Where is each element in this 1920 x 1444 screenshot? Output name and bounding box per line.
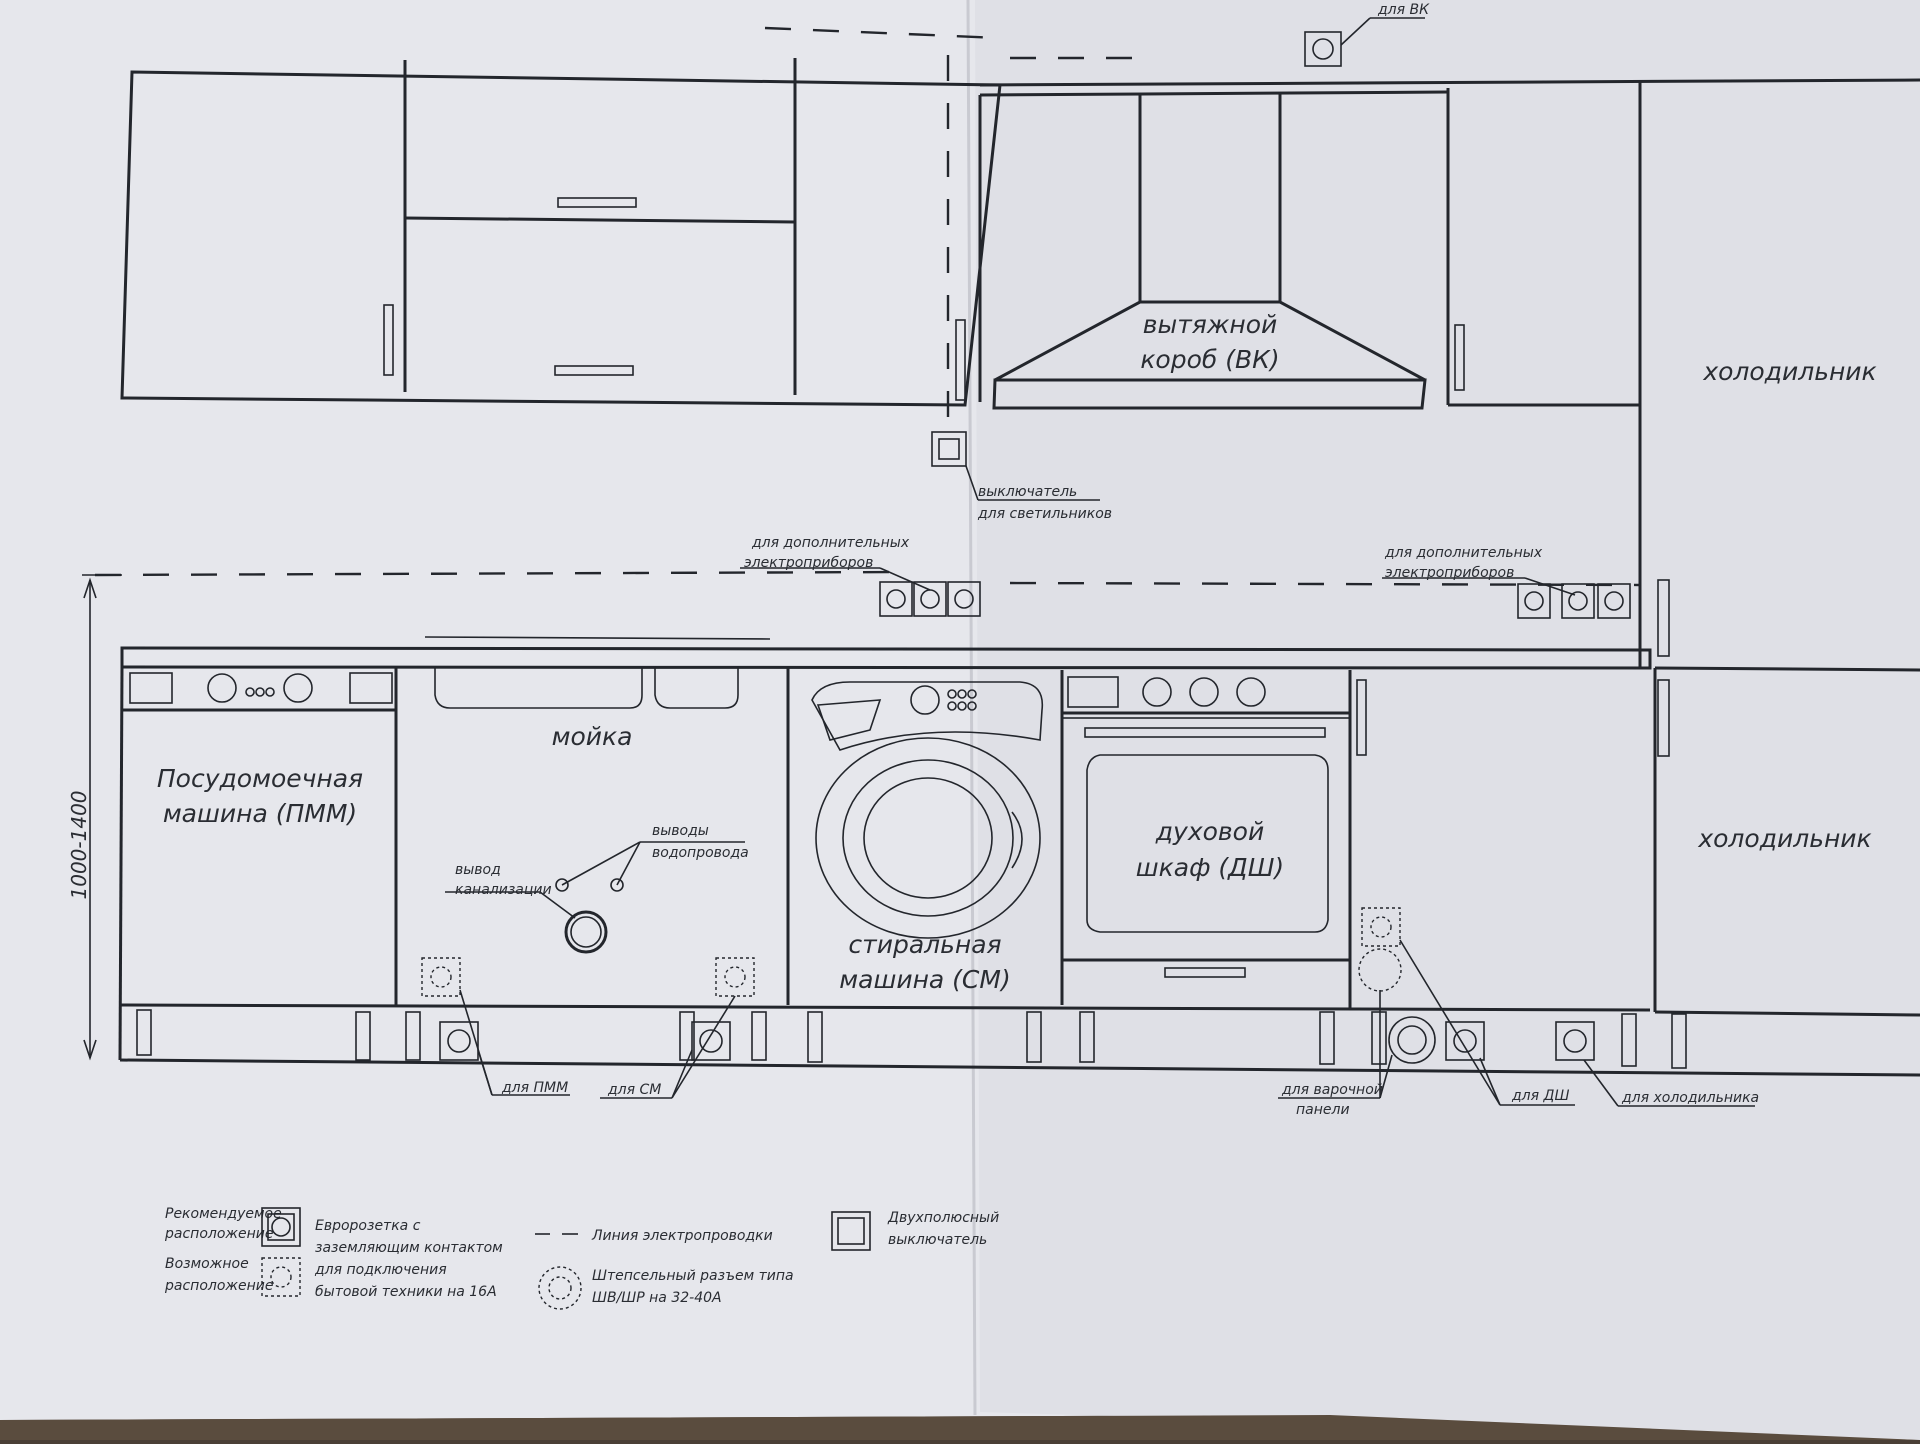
sockets-extra-right: для дополнительных электроприборов (1382, 545, 1631, 619)
light-switch-label-2: для светильников (977, 506, 1112, 522)
fridge-label-bottom: холодильник (1697, 824, 1871, 853)
height-dimension-label: 1000-1400 (67, 790, 91, 899)
legend-double-switch-2: выключатель (888, 1232, 987, 1248)
socket-fridge: для холодильника (1555, 1021, 1759, 1107)
legend-recommended-2: расположение (164, 1226, 274, 1242)
legend-plug-1: Штепсельный разъем типа (592, 1268, 794, 1284)
sink-label: мойка (552, 722, 633, 751)
washing-machine: стиральная машина (СМ) (811, 670, 1064, 1005)
carpet-background (0, 1415, 1920, 1440)
dishwasher-label-2: машина (ПММ) (163, 799, 357, 828)
base-cabinet-right (1356, 679, 1367, 756)
sockets-extra-left: для дополнительных электроприборов (740, 535, 981, 617)
legend: Рекомендуемое расположение Возможное рас… (164, 1206, 999, 1310)
legend-wiring-line: Линия электропроводки (591, 1228, 773, 1244)
paper-right-half (975, 0, 1920, 1440)
paper-fold (966, 0, 977, 1416)
socket-washer: для СМ (600, 957, 755, 1099)
legend-euro-socket-2: заземляющим контактом (315, 1240, 503, 1256)
legend-euro-socket-4: бытовой техники на 16А (315, 1284, 497, 1300)
height-dimension: 1000-1400 (67, 574, 122, 1061)
countertop (118, 636, 1920, 1077)
water-outlet-label-1: выводы (652, 823, 709, 839)
oven-label-1: духовой (1155, 817, 1264, 846)
sewer-outlet-label-1: вывод (455, 862, 501, 878)
legend-plug-2: ШВ/ШР на 32-40А (592, 1290, 722, 1306)
legend-double-switch-1: Двухполюсный (887, 1210, 999, 1226)
socket-hood: для ВК (1304, 2, 1430, 67)
sockets-extra-right-label-2: электроприборов (1385, 565, 1514, 581)
socket-dishwasher-label: для ПММ (501, 1080, 568, 1096)
sockets-extra-left-label-1: для дополнительных (751, 535, 910, 551)
legend-possible-1: Возможное (165, 1256, 249, 1272)
light-switch: выключатель для светильников (931, 431, 1112, 522)
water-outlet-label-2: водопровода (652, 845, 749, 861)
sink-cabinet: мойка выводы водопровода вывод канализац… (434, 667, 790, 1005)
dishwasher-label-1: Посудомоечная (157, 764, 363, 793)
legend-euro-socket-3: для подключения (314, 1262, 447, 1278)
fridge-label-top: холодильник (1702, 357, 1876, 386)
socket-hob-label-2: панели (1296, 1102, 1350, 1118)
cabinet-legs (136, 1009, 1687, 1069)
legend-recommended-1: Рекомендуемое (165, 1206, 282, 1222)
socket-hood-label: для ВК (1377, 2, 1430, 18)
hood-label-2: короб (ВК) (1140, 345, 1279, 374)
oven-label-2: шкаф (ДШ) (1136, 853, 1284, 882)
socket-oven-label: для ДШ (1511, 1088, 1569, 1104)
sewer-outlet-label-2: канализации (455, 882, 552, 898)
socket-hob-label-1: для варочной (1281, 1082, 1383, 1098)
legend-euro-socket-1: Евророзетка с (315, 1218, 421, 1234)
fridge: холодильник холодильник (1653, 357, 1920, 1017)
wiring-lines (94, 26, 1641, 587)
washer-label-2: машина (СМ) (839, 965, 1010, 994)
socket-fridge-label: для холодильника (1621, 1090, 1759, 1106)
light-switch-label-1: выключатель (978, 484, 1077, 500)
socket-dishwasher: для ПММ (421, 957, 570, 1096)
socket-oven: для ДШ (1399, 939, 1575, 1106)
upper-cabinets-left (120, 58, 1002, 407)
range-hood: вытяжной короб (ВК) (992, 300, 1427, 410)
upper-cabinets-right (978, 78, 1920, 668)
oven: духовой шкаф (ДШ) (1061, 670, 1352, 1008)
hood-label-1: вытяжной (1143, 310, 1278, 339)
legend-possible-2: расположение (164, 1278, 274, 1294)
sockets-extra-left-label-2: электроприборов (744, 555, 873, 571)
socket-washer-label: для СМ (607, 1082, 661, 1098)
washer-label-1: стиральная (848, 930, 1001, 959)
socket-hob: для варочной панели (1278, 907, 1436, 1118)
sockets-extra-right-label-1: для дополнительных (1384, 545, 1543, 561)
dishwasher: Посудомоечная машина (ПММ) (122, 667, 398, 1005)
